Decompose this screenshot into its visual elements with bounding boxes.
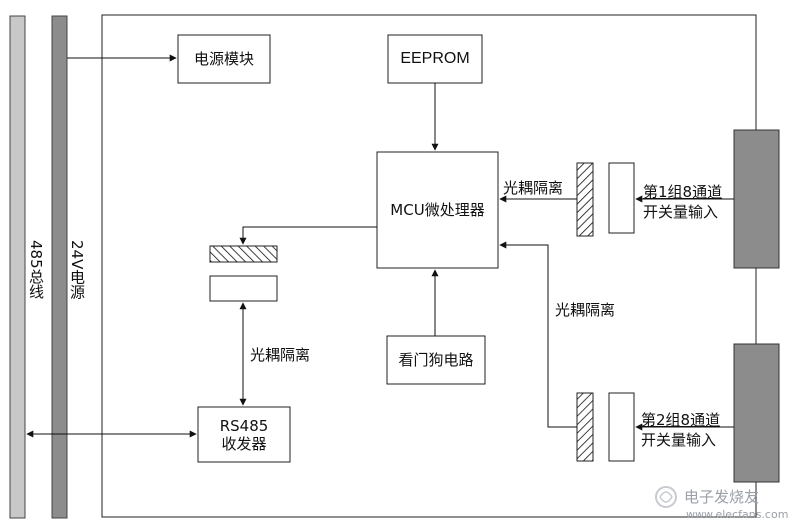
watermark-logo-icon (655, 486, 677, 508)
optocoupler-left-box (209, 275, 278, 302)
watermark-text: 电子发烧友 (684, 488, 760, 506)
rs485-box (197, 406, 291, 463)
power-rail-bar (51, 15, 68, 519)
watchdog-box (386, 335, 486, 385)
connector-1 (733, 129, 780, 269)
mcu-box (376, 151, 499, 269)
input-group-1-line1: 第1组8通道 (643, 183, 723, 201)
power-module-label: 电源模块 (193, 50, 254, 68)
connector-2 (733, 343, 780, 483)
rs485-label-line1: RS485 (219, 416, 269, 435)
optocoupler-2-box (608, 392, 635, 462)
mcu-label: MCU微处理器 (390, 201, 485, 219)
input-group-2-line1: 第2组8通道 (641, 411, 721, 429)
rs485-label: RS485 收发器 (198, 407, 290, 462)
arrow-mcu-to-left-opto (239, 226, 377, 245)
input-group-2-line2: 开关量输入 (641, 431, 717, 449)
bus-label: 485总线 (27, 240, 45, 299)
power-module-box (177, 34, 271, 84)
optocoupler-left-hatched (209, 245, 278, 263)
eeprom-box (387, 34, 483, 84)
eeprom-label: EEPROM (400, 50, 470, 67)
input-group-1-line2: 开关量输入 (643, 203, 719, 221)
rs485-label-line2: 收发器 (221, 434, 267, 453)
arrow-opto2-to-mcu (499, 241, 577, 428)
isolation-label-left: 光耦隔离 (250, 346, 311, 364)
isolation-label-top: 光耦隔离 (503, 179, 564, 197)
watchdog-label: 看门狗电路 (398, 351, 474, 369)
isolation-label-mid: 光耦隔离 (555, 301, 616, 319)
optocoupler-2-hatched (576, 392, 594, 462)
bus-bar (9, 15, 26, 519)
optocoupler-1-hatched (576, 162, 594, 237)
power-rail-label: 24V电源 (68, 240, 86, 300)
watermark-url: www.elecfans.com (686, 508, 789, 521)
optocoupler-1-box (608, 162, 635, 234)
